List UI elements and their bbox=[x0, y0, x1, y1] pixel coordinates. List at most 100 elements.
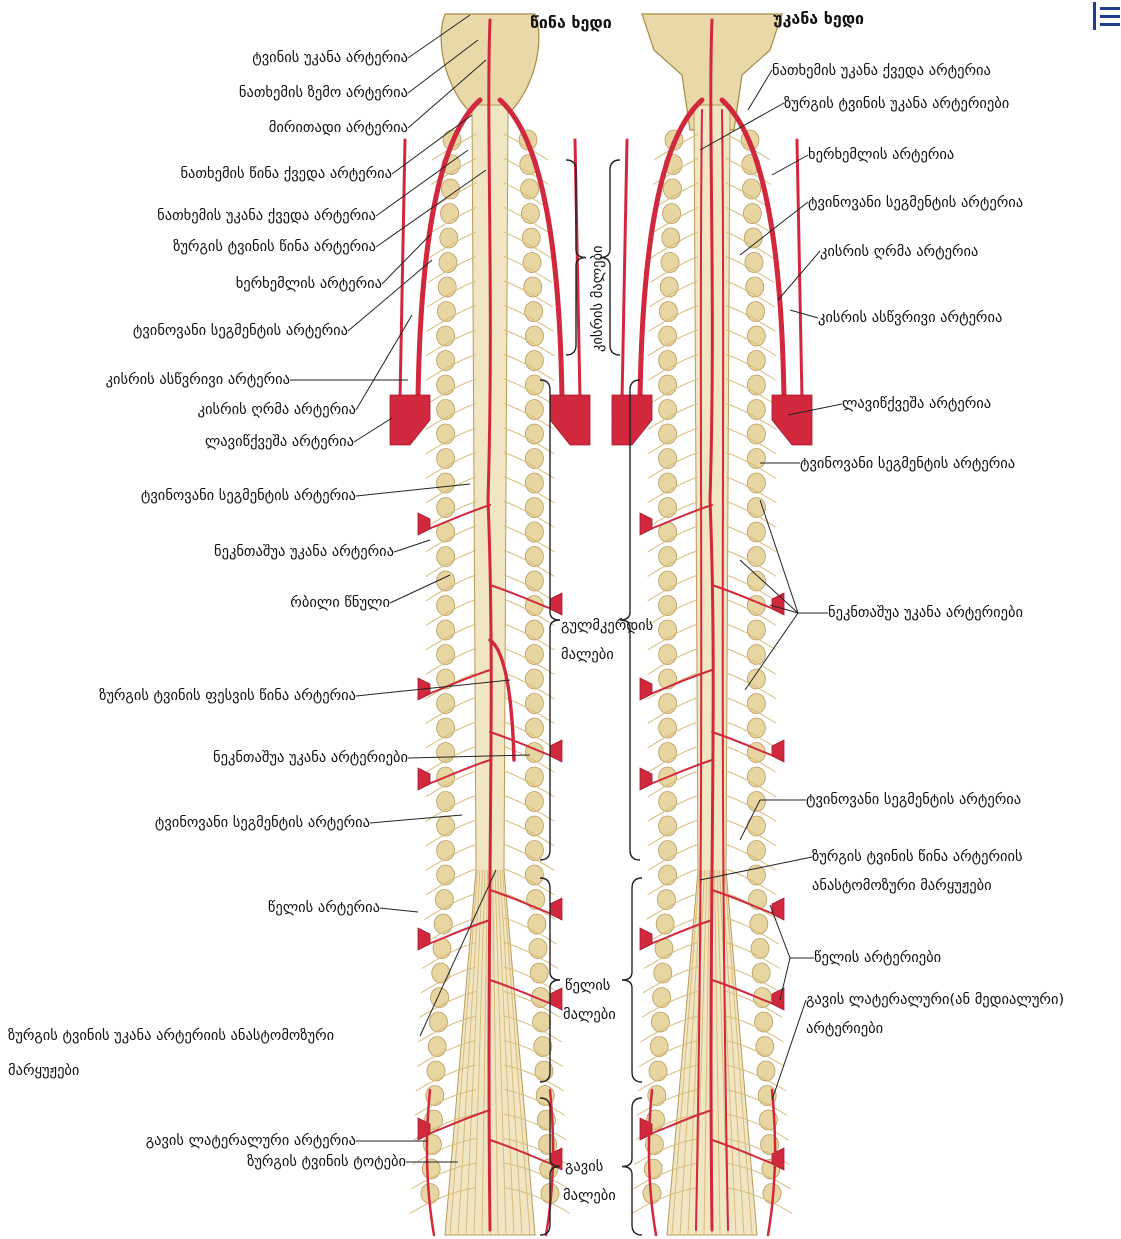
region-lumbar-line2: მალები bbox=[563, 1007, 616, 1023]
label-posterior-intercostal-arteries: ნეკნთაშუა უკანა არტერიები bbox=[213, 749, 408, 766]
vertebra bbox=[525, 645, 543, 665]
vertebra bbox=[653, 988, 671, 1008]
vertebra bbox=[521, 179, 539, 199]
leader-line bbox=[354, 418, 392, 442]
label-subclavian-artery: ლავიწქვეშა არტერია bbox=[205, 433, 354, 450]
vertebra bbox=[756, 1037, 774, 1057]
vertebra bbox=[525, 302, 543, 322]
label-r-posterior-intercostal-arteries: ნეკნთაშუა უკანა არტერიები bbox=[828, 604, 1023, 621]
vertebra bbox=[524, 277, 542, 297]
label-r-ascending-cervical-artery: კისრის ასწვრივი არტერია bbox=[818, 309, 1002, 326]
vertebra bbox=[437, 865, 455, 885]
vertebra bbox=[432, 963, 450, 983]
vertebra bbox=[651, 1012, 669, 1032]
vertebra bbox=[437, 473, 455, 493]
vertebra bbox=[437, 792, 455, 812]
label-posterior-intercostal-artery: ნეკნთაშუა უკანა არტერია bbox=[214, 543, 394, 560]
vertebra bbox=[523, 253, 541, 273]
vertebra bbox=[663, 204, 681, 224]
intercostal-stump bbox=[772, 593, 784, 615]
vertebra bbox=[437, 351, 455, 371]
region-lumbar-line1: წელის bbox=[565, 978, 610, 994]
label-anterior-radicular-artery: ზურგის ტვინის ფესვის წინა არტერია bbox=[99, 687, 356, 704]
vertebra bbox=[743, 179, 761, 199]
vertebra bbox=[525, 694, 543, 714]
vertebra bbox=[750, 914, 768, 934]
vertebra bbox=[525, 424, 543, 444]
vertebra bbox=[659, 645, 677, 665]
vertebra bbox=[437, 620, 455, 640]
label-r-vertebral-artery: ხერხემლის არტერია bbox=[808, 146, 954, 163]
vertebra bbox=[659, 816, 677, 836]
vertebra bbox=[522, 228, 540, 248]
label-r-subclavian-artery: ლავიწქვეშა არტერია bbox=[842, 395, 991, 412]
label-segmental-medullary-artery-2: ტვინოვანი სეგმენტის არტერია bbox=[141, 487, 356, 504]
cervical-artery-left bbox=[622, 140, 627, 400]
vertebra bbox=[649, 1061, 667, 1081]
vertebra bbox=[659, 326, 677, 346]
intercostal-stump bbox=[772, 740, 784, 762]
label-r-sacral-arteries: გავის ლატერალური(ან მედიალური) bbox=[806, 991, 1064, 1008]
label-anterior-inferior-cerebellar-artery: ნათხემის წინა ქვედა არტერია bbox=[180, 165, 392, 182]
label-r-posterior-spinal-arteries: ზურგის ტვინის უკანა არტერიები bbox=[784, 95, 1009, 112]
brace-lumbar-right bbox=[622, 878, 642, 1082]
vertebra bbox=[521, 204, 539, 224]
vertebra bbox=[525, 571, 543, 591]
vertebra bbox=[757, 1061, 775, 1081]
vertebra bbox=[747, 424, 765, 444]
vertebra bbox=[747, 547, 765, 567]
vertebra bbox=[747, 522, 765, 542]
vertebra bbox=[525, 522, 543, 542]
leader-line bbox=[772, 1000, 806, 1100]
vertebra bbox=[528, 914, 546, 934]
vertebra bbox=[747, 620, 765, 640]
vertebra bbox=[747, 400, 765, 420]
vertebra bbox=[747, 473, 765, 493]
vertebra bbox=[525, 841, 543, 861]
vertebra bbox=[437, 841, 455, 861]
intercostal-stump bbox=[550, 593, 562, 615]
vertebra bbox=[746, 277, 764, 297]
vertebra bbox=[428, 1037, 446, 1057]
vertebra bbox=[659, 792, 677, 812]
vertebra bbox=[525, 351, 543, 371]
vertebra bbox=[525, 375, 543, 395]
vertebra bbox=[659, 498, 677, 518]
vertebra bbox=[747, 302, 765, 322]
vertebra bbox=[659, 841, 677, 861]
label-r-segmental-medullary-artery-2: ტვინოვანი სეგმენტის არტერია bbox=[800, 455, 1015, 472]
vertebra bbox=[525, 767, 543, 787]
vertebra bbox=[437, 449, 455, 469]
vertebra bbox=[427, 1061, 445, 1081]
leader-line bbox=[772, 155, 808, 175]
intercostal-stump bbox=[418, 513, 430, 535]
label-posterior-spinal-anastomotic-loops-line2: მარყუჟები bbox=[8, 1062, 79, 1079]
label-r-segmental-medullary-artery-3: ტვინოვანი სეგმენტის არტერია bbox=[806, 791, 1021, 808]
region-sacral-line2: მალები bbox=[563, 1188, 616, 1204]
cervical-artery-right bbox=[797, 140, 802, 400]
vertebra bbox=[439, 253, 457, 273]
subclavian-artery-right bbox=[772, 395, 812, 445]
intercostal-stump bbox=[550, 740, 562, 762]
vertebra bbox=[747, 841, 765, 861]
label-r-anterior-spinal-anastomotic-loops-line2: ანასტომოზური მარყუჟები bbox=[812, 877, 992, 894]
vertebra bbox=[437, 816, 455, 836]
leader-line bbox=[790, 310, 818, 318]
vertebra bbox=[662, 228, 680, 248]
leader-line bbox=[380, 908, 418, 912]
vertebra bbox=[438, 277, 456, 297]
region-thoracic-line1: გულმკერდის bbox=[561, 617, 653, 634]
vertebra bbox=[525, 816, 543, 836]
vertebra bbox=[533, 1012, 551, 1032]
vertebra bbox=[745, 253, 763, 273]
label-anterior-spinal-artery: ზურგის ტვინის წინა არტერია bbox=[173, 238, 376, 255]
label-r-deep-cervical-artery: კისრის ღრმა არტერია bbox=[820, 243, 978, 260]
vertebra bbox=[747, 767, 765, 787]
vertebra bbox=[437, 743, 455, 763]
vertebra bbox=[525, 473, 543, 493]
hamburger-menu-icon[interactable] bbox=[1091, 0, 1121, 34]
vertebra bbox=[437, 547, 455, 567]
vertebra bbox=[747, 645, 765, 665]
vertebra bbox=[659, 547, 677, 567]
anterior-view bbox=[390, 14, 590, 1235]
